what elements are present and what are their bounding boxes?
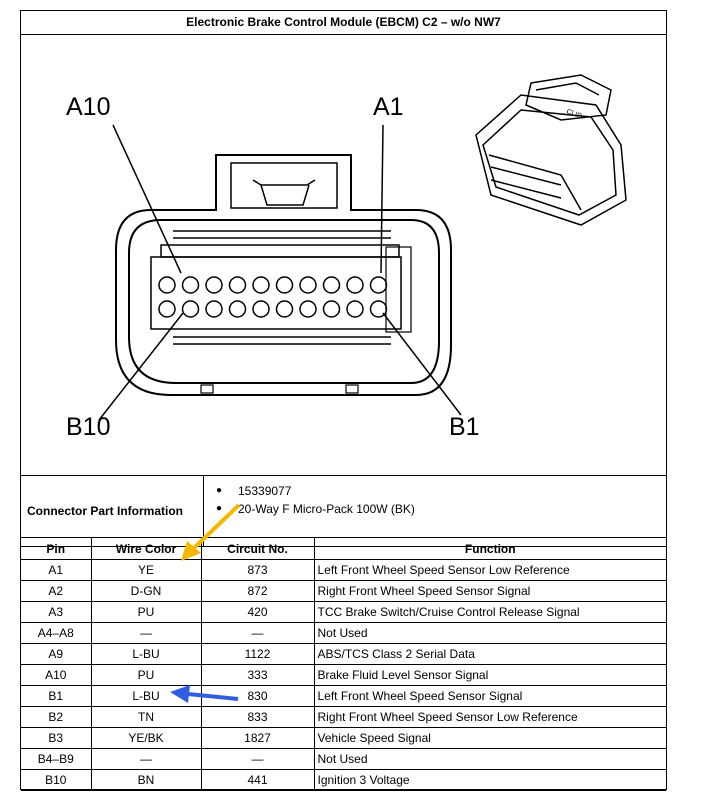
cell-pin: A10 bbox=[21, 664, 92, 686]
header-pin: Pin bbox=[21, 537, 92, 560]
cell-pin: A3 bbox=[21, 601, 92, 623]
pin-socket bbox=[299, 300, 317, 318]
connector-description: 20-Way F Micro-Pack 100W (BK) bbox=[238, 502, 415, 516]
cell-circuit-no: — bbox=[200, 748, 315, 770]
connector-sheet: Electronic Brake Control Module (EBCM) C… bbox=[20, 10, 667, 791]
cell-pin: B1 bbox=[21, 685, 92, 707]
pin-socket bbox=[369, 276, 388, 294]
connector-info-label: Connector Part Information bbox=[21, 476, 204, 546]
cell-wire-color: — bbox=[90, 622, 202, 644]
cell-function: Brake Fluid Level Sensor Signal bbox=[313, 664, 666, 686]
cell-circuit-no: 1827 bbox=[200, 727, 315, 749]
pin-socket bbox=[181, 276, 200, 294]
cell-circuit-no: — bbox=[200, 622, 315, 644]
cell-pin: B2 bbox=[21, 706, 92, 728]
cell-pin: B10 bbox=[21, 769, 92, 791]
cell-function: Ignition 3 Voltage bbox=[313, 769, 666, 791]
header-function: Function bbox=[313, 537, 666, 560]
cell-function: Right Front Wheel Speed Sensor Signal bbox=[313, 580, 666, 602]
cell-wire-color: — bbox=[90, 748, 202, 770]
list-item: ● 20-Way F Micro-Pack 100W (BK) bbox=[216, 500, 415, 518]
cell-pin: A2 bbox=[21, 580, 92, 602]
cell-function: ABS/TCS Class 2 Serial Data bbox=[313, 643, 666, 665]
table-header-row: Pin Wire Color Circuit No. Function bbox=[21, 537, 666, 560]
pin-socket bbox=[205, 300, 223, 318]
cell-circuit-no: 1122 bbox=[200, 643, 315, 665]
part-number: 15339077 bbox=[238, 484, 292, 498]
cell-wire-color: TN bbox=[90, 706, 202, 728]
cell-wire-color: YE/BK bbox=[90, 727, 202, 749]
cell-function: Left Front Wheel Speed Sensor Low Refere… bbox=[313, 559, 666, 581]
cell-circuit-no: 833 bbox=[200, 706, 315, 728]
label-a1: A1 bbox=[373, 93, 404, 121]
pin-socket bbox=[299, 276, 317, 294]
cell-wire-color: D-GN bbox=[90, 580, 202, 602]
cell-circuit-no: 441 bbox=[200, 769, 315, 791]
cell-pin: B4–B9 bbox=[21, 748, 92, 770]
cell-function: Left Front Wheel Speed Sensor Signal bbox=[313, 685, 666, 707]
cell-circuit-no: 872 bbox=[200, 580, 315, 602]
pin-socket bbox=[228, 276, 247, 294]
connector-face-drawing: CLIP bbox=[98, 74, 627, 421]
cell-pin: A9 bbox=[21, 643, 92, 665]
table-row: A4–A8——Not Used bbox=[21, 622, 666, 644]
pin-socket bbox=[158, 276, 176, 294]
list-item: ● 15339077 bbox=[216, 482, 415, 500]
connector-diagram: CLIP A10 A1 B10 B1 bbox=[21, 35, 666, 475]
cell-wire-color: PU bbox=[90, 601, 202, 623]
label-a10: A10 bbox=[66, 93, 111, 121]
bullet-icon: ● bbox=[216, 503, 223, 514]
pin-socket bbox=[181, 300, 200, 318]
cell-pin: B3 bbox=[21, 727, 92, 749]
label-b10: B10 bbox=[66, 413, 111, 441]
label-b1: B1 bbox=[449, 413, 480, 441]
pin-socket bbox=[346, 276, 364, 294]
pin-socket bbox=[205, 276, 223, 294]
blue-arrow-icon bbox=[170, 685, 239, 703]
cell-function: Vehicle Speed Signal bbox=[313, 727, 666, 749]
pin-socket bbox=[228, 300, 247, 318]
cell-pin: A4–A8 bbox=[21, 622, 92, 644]
pin-socket bbox=[322, 276, 341, 294]
cell-function: Right Front Wheel Speed Sensor Low Refer… bbox=[313, 706, 666, 728]
pin-socket bbox=[275, 276, 294, 294]
connector-iso-view bbox=[475, 74, 627, 226]
cell-function: Not Used bbox=[313, 622, 666, 644]
pin-socket bbox=[252, 300, 270, 318]
bullet-icon: ● bbox=[216, 485, 223, 496]
pin-socket bbox=[346, 300, 364, 318]
pin-row-b bbox=[158, 300, 388, 318]
cell-wire-color: BN bbox=[90, 769, 202, 791]
cell-function: Not Used bbox=[313, 748, 666, 770]
yellow-arrow-icon bbox=[181, 503, 241, 561]
page-title: Electronic Brake Control Module (EBCM) C… bbox=[21, 11, 666, 35]
table-row: B4–B9——Not Used bbox=[21, 748, 666, 770]
pin-socket bbox=[322, 300, 341, 318]
cell-pin: A1 bbox=[21, 559, 92, 581]
pin-row-a bbox=[158, 276, 388, 294]
cell-function: TCC Brake Switch/Cruise Control Release … bbox=[313, 601, 666, 623]
pin-socket bbox=[369, 300, 388, 318]
connector-info-list: ● 15339077 ● 20-Way F Micro-Pack 100W (B… bbox=[216, 482, 415, 518]
cell-circuit-no: 333 bbox=[200, 664, 315, 686]
cell-wire-color: L-BU bbox=[90, 643, 202, 665]
pin-socket bbox=[158, 300, 176, 318]
pin-socket bbox=[252, 276, 270, 294]
cell-circuit-no: 420 bbox=[200, 601, 315, 623]
pin-socket bbox=[275, 300, 294, 318]
